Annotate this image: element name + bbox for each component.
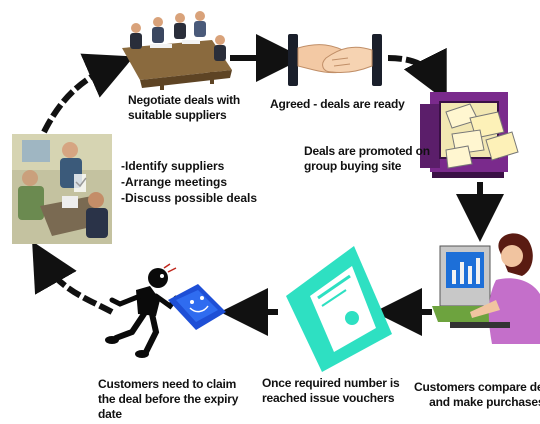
meeting-photo xyxy=(12,134,112,244)
smiley-monitor-icon xyxy=(168,284,226,330)
compare-label: Customers compare deals and make purchas… xyxy=(414,380,540,409)
meeting-point: -Identify suppliers xyxy=(121,159,225,173)
agreed-label: Agreed - deals are ready xyxy=(270,97,405,111)
negotiation-table-icon xyxy=(122,11,232,90)
running-person-icon xyxy=(105,263,179,358)
computer-envelopes-icon xyxy=(420,92,519,178)
voucher-icon xyxy=(286,246,392,372)
handshake-icon xyxy=(288,34,382,86)
promoted-label: Deals are promoted on group buying site xyxy=(304,144,430,173)
vouchers-label: Once required number is reached issue vo… xyxy=(262,376,400,405)
woman-at-computer-icon xyxy=(432,233,540,344)
negotiate-label: Negotiate deals with suitable suppliers xyxy=(128,93,241,122)
meeting-points-list: -Identify suppliers -Arrange meetings -D… xyxy=(121,158,257,206)
meeting-point: -Discuss possible deals xyxy=(121,191,258,205)
meeting-point: -Arrange meetings xyxy=(121,175,228,189)
cycle-arrow-top-right xyxy=(387,47,447,102)
claim-label: Customers need to claim the deal before … xyxy=(98,377,239,421)
cycle-arrow-bottom-left xyxy=(32,241,114,315)
cycle-arrow-top-left xyxy=(41,53,134,134)
